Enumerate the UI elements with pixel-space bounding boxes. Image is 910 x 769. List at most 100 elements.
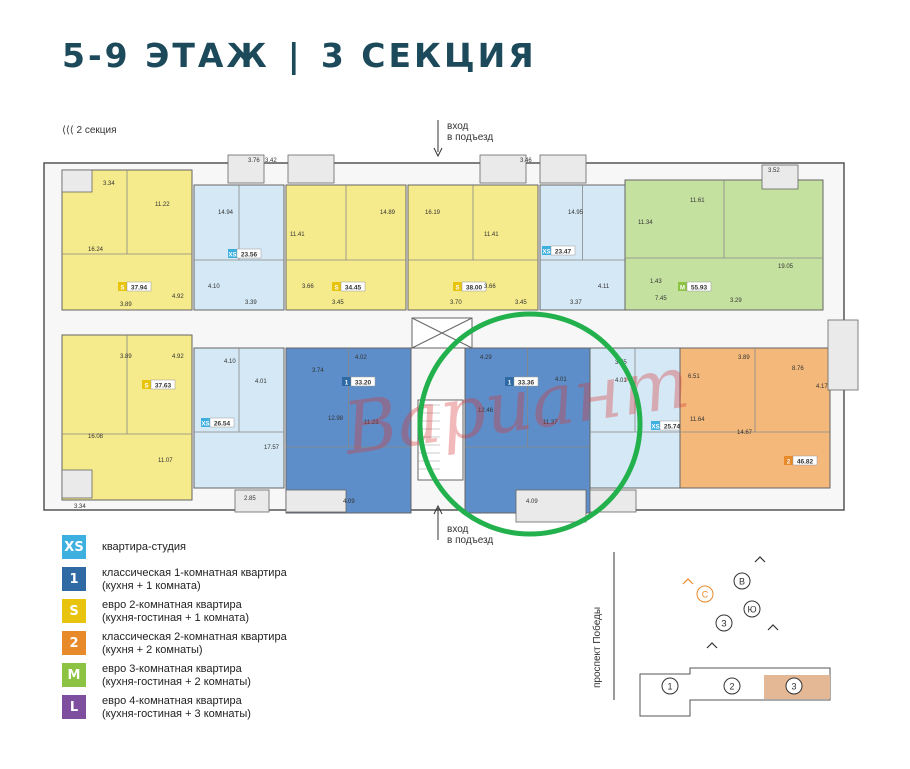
apartment-area: 25.74	[664, 424, 681, 431]
apartment-area: 26.54	[214, 421, 231, 428]
entrance-top-line2: в подъезд	[447, 132, 494, 143]
apartment-1: S 37.94	[61, 169, 193, 311]
balcony	[515, 489, 587, 523]
legend-line2: (кухня-гостиная + 1 комната)	[102, 612, 249, 624]
room-area-label: 4.17	[816, 384, 828, 390]
legend-line1: классическая 2-комнатная квартира	[102, 631, 287, 643]
compass-direction: З	[721, 619, 726, 629]
apartment-area: 33.36	[518, 380, 535, 387]
legend-item-xs: XS квартира-студия	[62, 535, 362, 559]
apartment-type-label: XS	[228, 253, 236, 259]
legend-line1: евро 3-комнатная квартира	[102, 663, 242, 675]
room-area-label: 14.94	[218, 210, 234, 216]
balcony	[227, 154, 265, 184]
compass-arrow	[767, 624, 779, 631]
room-area-label: 12.98	[328, 416, 344, 422]
room-area-label: 4.01	[555, 377, 567, 383]
apartment-type-label: S	[455, 286, 459, 292]
room-area-label: 16.19	[425, 210, 441, 216]
room-area-label: 3.89	[120, 354, 132, 360]
balcony	[539, 154, 587, 184]
legend-text: евро 3-комнатная квартира(кухня-гостиная…	[102, 663, 251, 689]
room-area-label: 3.42	[265, 158, 277, 164]
site-section-label: 1	[667, 682, 672, 692]
balcony	[61, 169, 93, 193]
room-area-label: 3.70	[450, 300, 462, 306]
room-area-label: 11.37	[543, 420, 558, 426]
entrance-top-arrowhead	[433, 147, 443, 158]
apartment-type-badge	[651, 421, 660, 430]
balcony	[479, 154, 527, 184]
room-area-label: 11.41	[484, 232, 499, 238]
compass-direction: В	[739, 577, 745, 587]
apartment-area: 23.47	[555, 249, 572, 256]
room-area-label: 4.10	[224, 359, 236, 365]
apartment-area-box	[686, 281, 712, 292]
apartment-11: XS 25.74	[589, 347, 685, 489]
room-area-label: 2.85	[244, 496, 256, 502]
apartment-area: 37.63	[155, 383, 172, 390]
room-area-label: 7.45	[655, 296, 667, 302]
site-section-label: 3	[791, 682, 796, 692]
site-section-marker	[785, 677, 803, 695]
balcony	[285, 489, 347, 513]
room-area-label: 11.61	[690, 198, 705, 204]
apartment-area: 37.94	[131, 285, 148, 292]
room-area-label: 12.46	[478, 408, 494, 414]
apartment-type-badge	[784, 456, 793, 465]
apartment-type-label: XS	[201, 422, 209, 428]
room-area-label: 4.01	[615, 378, 627, 384]
apartment-type-badge	[201, 418, 210, 427]
apartment-type-label: S	[120, 286, 124, 292]
apartment-area-box	[209, 417, 235, 428]
entrance-bottom-label: вход в подъезд	[447, 524, 493, 546]
apartment-area-box	[350, 376, 376, 387]
compass-arrow	[682, 578, 694, 585]
room-area-label: 4.10	[208, 284, 220, 290]
apartment-type-label: XS	[542, 250, 550, 256]
compass-direction: С	[702, 590, 709, 600]
page-title: 5-9 ЭТАЖ|3 СЕКЦИЯ	[62, 36, 537, 75]
apartment-type-label: S	[144, 384, 148, 390]
section-label: 3 СЕКЦИЯ	[320, 36, 537, 75]
apartment-area-box	[236, 248, 262, 259]
legend-line1: евро 4-комнатная квартира	[102, 695, 242, 707]
legend-swatch: 1	[62, 567, 86, 591]
room-area-label: 11.64	[690, 417, 705, 423]
apartment-type-badge	[678, 282, 687, 291]
balcony	[234, 489, 270, 513]
legend-swatch: 2	[62, 631, 86, 655]
room-area-label: 4.09	[526, 499, 538, 505]
apartment-type-label: 1	[345, 381, 349, 387]
room-area-label: 1.43	[650, 279, 662, 285]
apartment-type-badge	[542, 246, 551, 255]
legend-text: квартира-студия	[102, 541, 186, 554]
compass-1	[733, 572, 751, 590]
compass-direction: Ю	[747, 605, 756, 615]
legend-line2: (кухня + 1 комната)	[102, 580, 201, 592]
apartment-area: 34.45	[345, 285, 362, 292]
title-separator: |	[287, 36, 303, 75]
apartment-area-box	[513, 376, 539, 387]
legend-line1: евро 2-комнатная квартира	[102, 599, 242, 611]
room-area-label: 3.34	[103, 181, 115, 187]
site-section-label: 2	[729, 682, 734, 692]
apartment-type-badge	[332, 282, 341, 291]
balcony	[827, 319, 859, 391]
legend-swatch: S	[62, 599, 86, 623]
apartment-area: 46.82	[797, 459, 814, 466]
apartment-type-label: XS	[651, 425, 659, 431]
legend-swatch: XS	[62, 535, 86, 559]
elevator-cross	[411, 317, 473, 349]
room-area-label: 3.37	[570, 300, 582, 306]
